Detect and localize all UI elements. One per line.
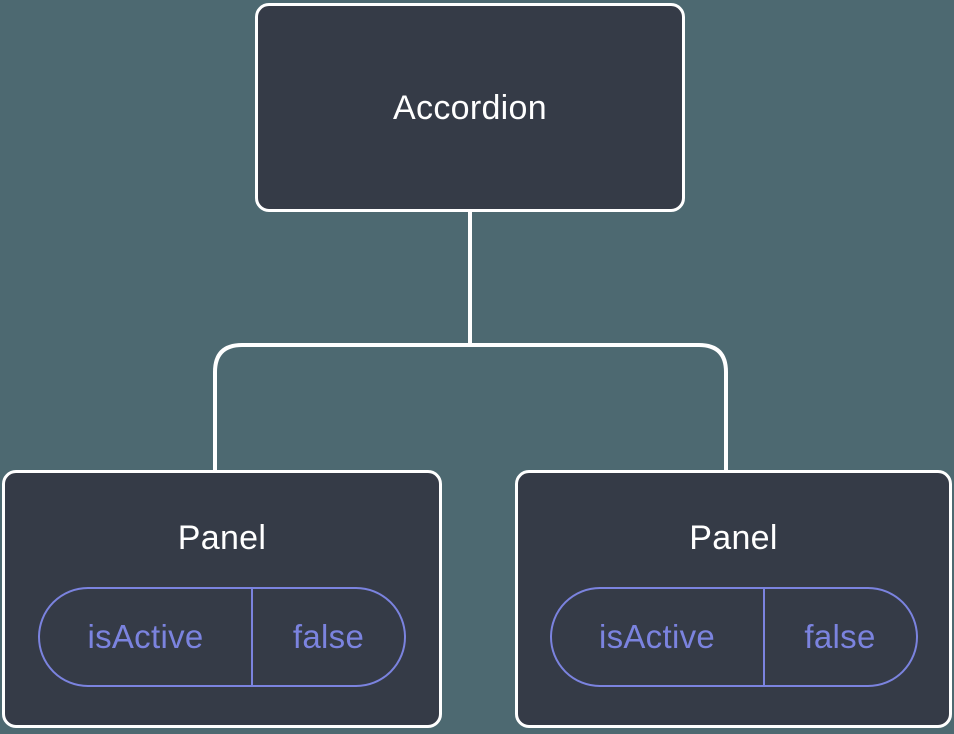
tree-node-accordion: Accordion	[255, 3, 685, 212]
panel-node-label: Panel	[177, 519, 267, 557]
connector-branch-bracket	[213, 343, 728, 472]
state-value: false	[292, 618, 365, 655]
tree-node-panel-left: Panel isActive false	[2, 470, 442, 728]
tree-node-panel-right: Panel isActive false	[515, 470, 952, 728]
state-value: false	[804, 618, 876, 655]
state-key: isActive	[40, 589, 253, 685]
panel-node-label: Panel	[689, 519, 778, 557]
state-pill: isActive false	[549, 587, 918, 687]
accordion-node-label: Accordion	[393, 88, 547, 127]
state-key: isActive	[552, 589, 765, 685]
state-pill: isActive false	[38, 587, 406, 687]
